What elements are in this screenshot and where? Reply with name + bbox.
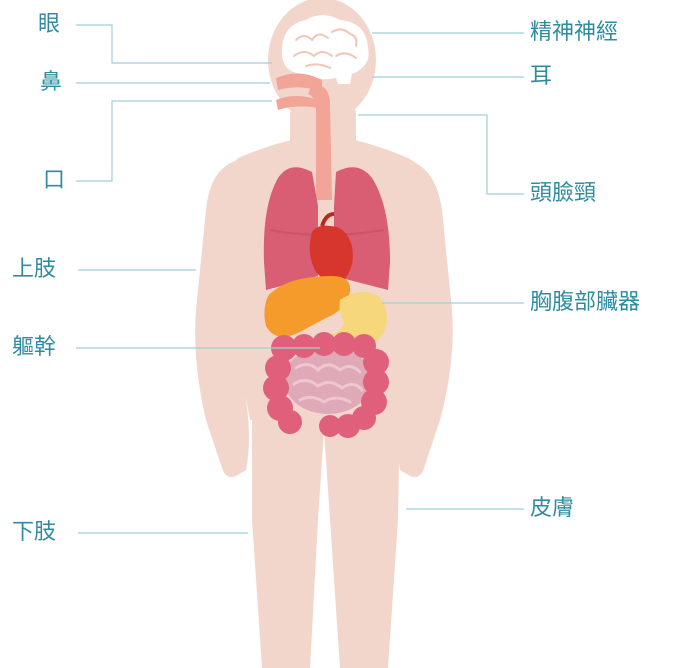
label-upper-limbs: 上肢 (12, 257, 56, 283)
leader-line-eyes (76, 25, 272, 63)
label-nose: 鼻 (40, 70, 62, 96)
label-skin: 皮膚 (530, 496, 574, 522)
right-arm (396, 160, 453, 477)
label-ears: 耳 (530, 64, 552, 90)
left-leg (252, 400, 326, 668)
label-lower-limbs: 下肢 (12, 520, 56, 546)
label-eyes: 眼 (38, 12, 60, 38)
label-torso: 軀幹 (12, 335, 56, 361)
left-arm (195, 160, 250, 477)
right-leg (322, 400, 400, 668)
label-mouth: 口 (43, 168, 65, 194)
label-chest-abdomen-organs: 胸腹部臟器 (530, 290, 640, 316)
label-nervous-system: 精神神經 (530, 20, 618, 46)
label-head-face-neck: 頭臉頸 (530, 181, 596, 207)
